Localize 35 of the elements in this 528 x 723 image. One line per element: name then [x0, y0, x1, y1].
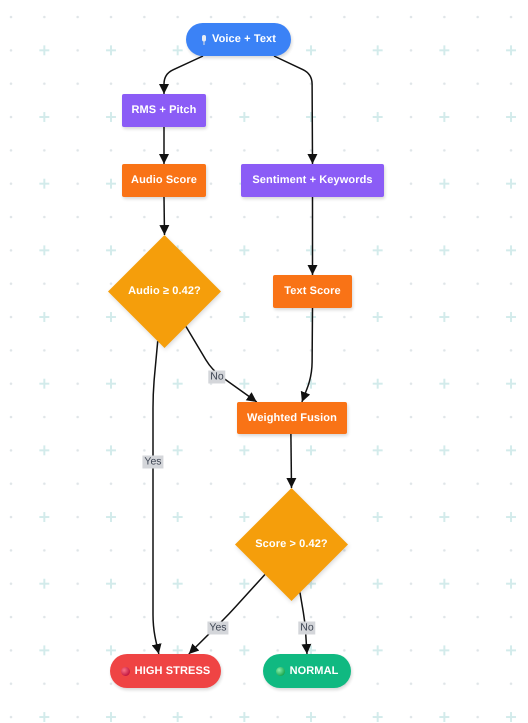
arrow: [152, 341, 162, 654]
arrow: [300, 308, 314, 402]
terminal-pill: [186, 23, 291, 56]
decision-diamond: [235, 488, 348, 601]
arrow: [308, 197, 318, 275]
process-label: Weighted Fusion: [247, 412, 337, 424]
process-label: Sentiment + Keywords: [252, 174, 373, 187]
process-box: [241, 164, 384, 197]
terminal-label: Voice + Text: [212, 33, 276, 46]
arrow: [159, 55, 204, 94]
edge-label: Yes: [142, 456, 164, 468]
process-box: [273, 275, 352, 308]
arrow: [185, 326, 258, 403]
decision-label: Score > 0.42?: [255, 538, 328, 551]
arrow: [286, 434, 296, 488]
process-box: [237, 402, 347, 434]
terminal-pill: [110, 654, 221, 688]
edge-label: No: [208, 370, 226, 384]
arrow: [299, 592, 312, 654]
edge-label: Yes: [207, 622, 229, 634]
process-label: Audio Score: [131, 174, 197, 187]
terminal-pill: [263, 654, 351, 688]
decision-diamond: [108, 235, 221, 348]
process-box: [122, 94, 206, 127]
process-label: Text Score: [284, 285, 341, 298]
arrow: [188, 574, 266, 655]
decision-label: Audio ≥ 0.42?: [128, 285, 201, 298]
edge-label: No: [298, 622, 316, 634]
process-box: [122, 164, 206, 197]
arrow: [159, 196, 170, 236]
terminal-label: HIGH STRESS: [134, 664, 210, 678]
process-label: RMS + Pitch: [132, 104, 196, 117]
arrow: [159, 127, 169, 164]
arrow: [274, 55, 318, 164]
terminal-label: NORMAL: [290, 664, 338, 678]
